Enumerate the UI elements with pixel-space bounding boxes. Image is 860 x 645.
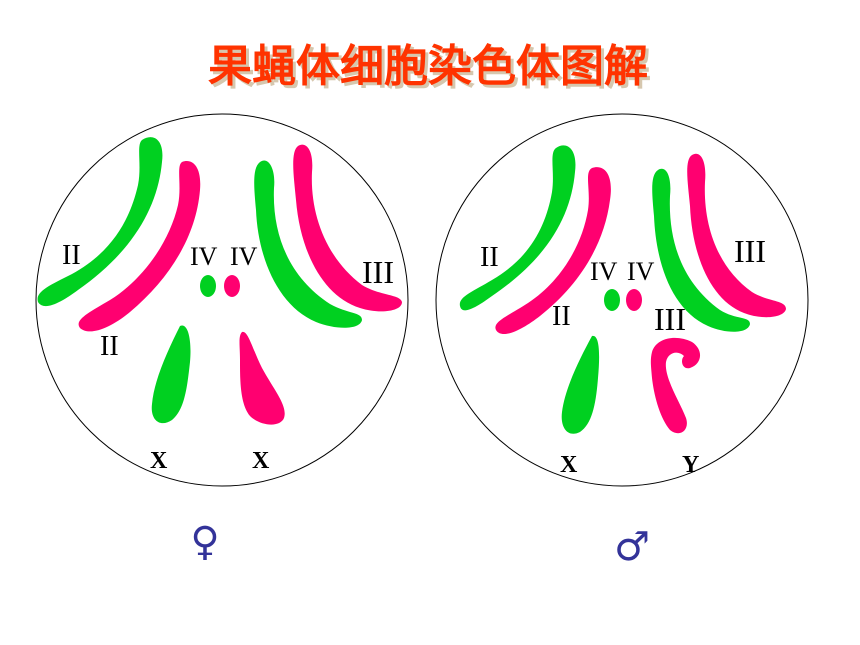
female-symbol-icon: ♀ [190, 519, 219, 565]
female-label-ii-upper: II [62, 240, 81, 271]
male-chromosome-iii-green [652, 168, 750, 332]
female-chromosome-iii-green [254, 160, 362, 328]
female-cell: II II IV IV III X X [35, 113, 409, 487]
male-label-iv-left: IV [590, 257, 618, 286]
male-label-y: Y [682, 452, 699, 478]
male-chromosome-iii-magenta [687, 153, 786, 318]
male-label-ii-upper: II [480, 242, 499, 273]
male-cell-membrane [435, 113, 809, 487]
female-label-iv-right: IV [230, 242, 258, 271]
male-chromosome-iv-magenta [626, 289, 642, 311]
male-chromosome-ii-magenta [495, 167, 611, 335]
female-cell-membrane [35, 113, 409, 487]
male-symbol-icon: ♂ [614, 524, 650, 570]
female-chromosome-ii-green [37, 137, 163, 307]
male-cell: II II IV IV III III X Y [435, 113, 809, 487]
female-chromosome-iv-magenta [224, 275, 240, 297]
male-chromosome-y-magenta [650, 337, 701, 434]
female-label-x-left: X [150, 448, 168, 474]
female-chromosome-ii-magenta [78, 161, 201, 332]
female-label-x-right: X [252, 448, 270, 474]
female-chromosome-iii-magenta [293, 144, 402, 312]
female-label-iv-left: IV [190, 242, 218, 271]
male-label-iv-right: IV [627, 257, 655, 286]
male-label-iii-lower: III [654, 301, 686, 337]
male-label-ii-lower: II [552, 301, 571, 332]
female-chromosome-iv-green [200, 275, 216, 297]
male-label-x: X [560, 452, 578, 478]
female-label-iii: III [362, 254, 394, 290]
male-chromosome-ii-green [459, 145, 576, 311]
male-chromosome-x-green [561, 335, 600, 434]
female-chromosome-x-green [151, 325, 191, 424]
female-label-ii-lower: II [100, 331, 119, 362]
page-title: 果蝇体细胞染色体图解 [208, 41, 648, 92]
male-chromosome-iv-green [604, 289, 620, 311]
female-chromosome-x-magenta [239, 331, 285, 425]
title-shadow: 果蝇体细胞染色体图解 [211, 44, 651, 95]
male-label-iii-upper: III [734, 233, 766, 269]
